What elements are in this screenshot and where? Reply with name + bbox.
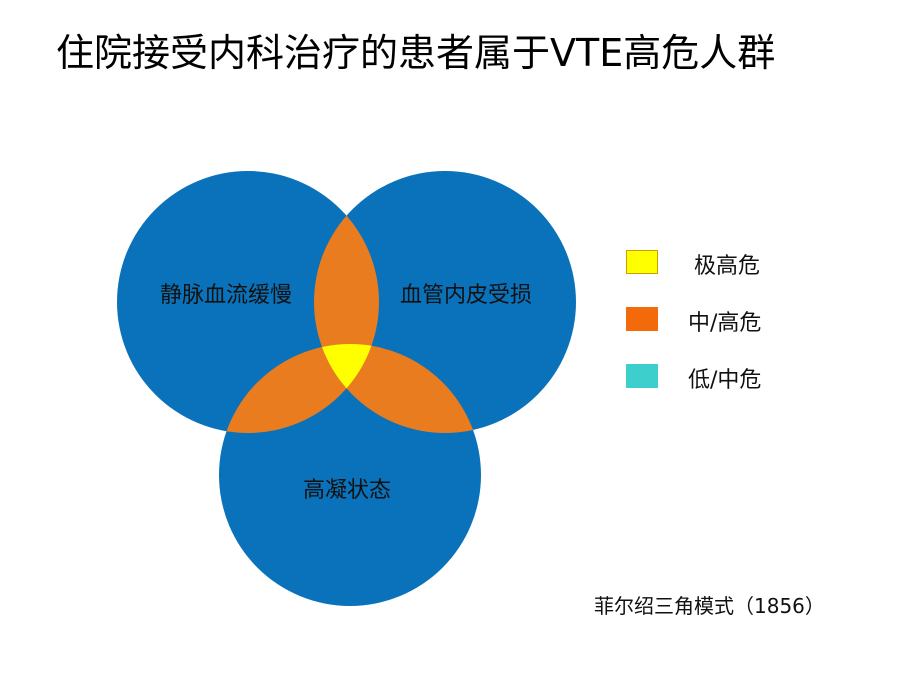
page-title: 住院接受内科治疗的患者属于VTE高危人群 [56,31,776,75]
legend-label-very-high: 极高危 [694,254,761,279]
legend-swatch-low-medium [626,364,658,388]
legend-swatch-very-high [626,250,658,274]
caption: 菲尔绍三角模式（1856） [594,594,825,618]
overlap-right-bottom [314,344,481,433]
circle-left-label: 静脉血流缓慢 [160,283,292,308]
legend-swatch-medium-high [626,307,658,331]
legend-label-low-medium: 低/中危 [688,368,762,393]
legend-label-medium-high: 中/高危 [688,311,762,336]
circle-bottom-label: 高凝状态 [303,478,391,503]
circle-right-label: 血管内皮受损 [400,283,532,308]
overlap-left-bottom [219,344,379,433]
